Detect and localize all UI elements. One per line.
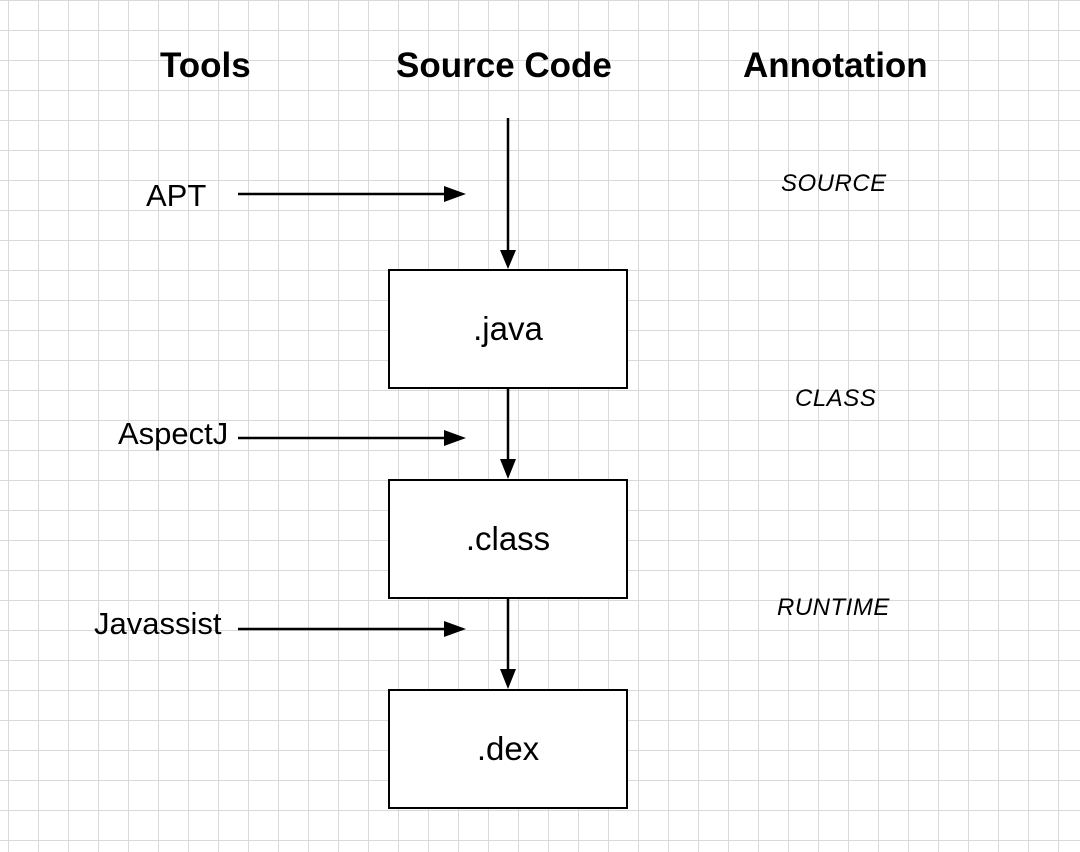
tool-label-javassist: Javassist (94, 606, 222, 641)
tool-label-aspectj: AspectJ (118, 416, 229, 451)
annotation-label-runtime: RUNTIME (777, 594, 890, 621)
stage-box-class: .class (388, 479, 628, 599)
stage-box-java: .java (388, 269, 628, 389)
flow-arrow-into-java (500, 118, 516, 269)
stage-label-class: .class (465, 520, 551, 557)
flow-arrow-class-to-dex (500, 599, 516, 689)
stage-box-dex: .dex (388, 689, 628, 809)
tool-arrow-javassist (238, 621, 466, 637)
stage-label-java: .java (473, 310, 543, 347)
annotation-header: Annotation (743, 46, 928, 85)
tools-header: Tools (160, 46, 251, 85)
stage-label-dex: .dex (476, 730, 540, 767)
tool-label-apt: APT (146, 178, 207, 213)
flow-arrow-java-to-class (500, 389, 516, 479)
source-code-header: Source Code (396, 46, 612, 85)
tool-arrow-aspectj (238, 430, 466, 446)
annotation-label-class: CLASS (795, 385, 877, 412)
annotation-label-source: SOURCE (781, 170, 887, 197)
tool-arrow-apt (238, 186, 466, 202)
